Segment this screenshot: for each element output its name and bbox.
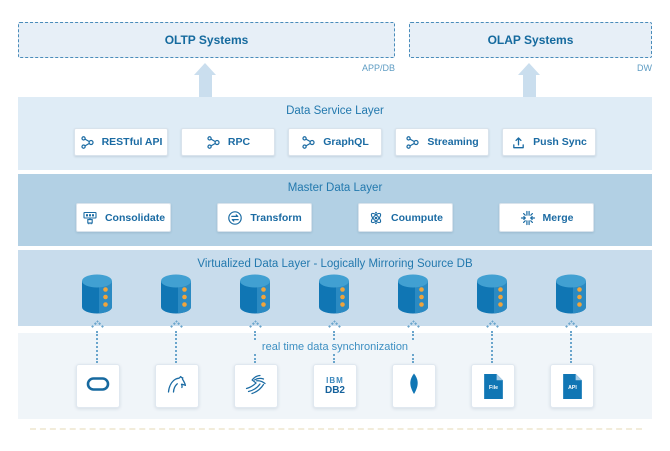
data-service-layer-title: Data Service Layer xyxy=(286,105,384,117)
arrow-shaft xyxy=(523,75,536,97)
dotted-sync-arrow xyxy=(570,331,572,363)
master-button-row: Consolidate Transform Coumpute Merge xyxy=(18,203,652,232)
oltp-systems-box: OLTP Systems xyxy=(18,22,395,58)
api-share-icon xyxy=(206,135,221,150)
upload-icon xyxy=(511,135,526,150)
database-cylinder-icon xyxy=(553,272,589,316)
database-cylinder-icon xyxy=(316,272,352,316)
transform-icon xyxy=(227,210,243,226)
mongodb-leaf-source-card xyxy=(392,364,436,408)
olap-systems-box: OLAP Systems xyxy=(409,22,652,58)
arrow-shaft xyxy=(199,75,212,97)
olap-systems-label: OLAP Systems xyxy=(487,33,574,47)
file-document-icon: File xyxy=(483,373,503,399)
consolidate-chip: Consolidate xyxy=(76,203,171,232)
oracle-ring-source-card xyxy=(76,364,120,408)
dw-tag: DW xyxy=(637,63,652,73)
api-document-source-card: API xyxy=(550,364,594,408)
chip-label: GraphQL xyxy=(323,136,369,148)
dotted-sync-arrow xyxy=(491,331,493,363)
database-cylinder-icon xyxy=(79,272,115,316)
merge-icon xyxy=(520,210,536,226)
up-arrow-icon xyxy=(194,63,217,97)
sync-label: real time data synchronization xyxy=(0,341,670,353)
database-cylinder-icon xyxy=(237,272,273,316)
chip-label: Transform xyxy=(250,211,302,224)
db2-text: DB2 xyxy=(324,384,345,396)
dotted-sync-arrow xyxy=(175,331,177,363)
push-sync-chip: Push Sync xyxy=(502,128,596,156)
database-cylinder-icon xyxy=(474,272,510,316)
sqlserver-icon xyxy=(243,371,269,402)
chip-label: Streaming xyxy=(427,136,479,148)
ibm-text: IBM xyxy=(326,375,344,385)
file-document-source-card: File xyxy=(471,364,515,408)
mysql-dolphin-icon xyxy=(164,371,190,402)
app-db-tag: APP/DB xyxy=(361,63,395,73)
arrow-head xyxy=(194,63,216,75)
merge-chip: Merge xyxy=(499,203,594,232)
master-data-layer-title: Master Data Layer xyxy=(287,182,383,194)
sync-label-text: real time data synchronization xyxy=(253,341,417,353)
database-cylinder-icon xyxy=(158,272,194,316)
service-button-row: RESTful API RPC GraphQL Streaming Push Sync xyxy=(18,128,652,156)
api-share-icon xyxy=(80,135,95,150)
oracle-ring-icon xyxy=(85,371,111,402)
dotted-sync-arrow xyxy=(96,331,98,363)
streaming-chip: Streaming xyxy=(395,128,489,156)
document-label: File xyxy=(489,385,498,391)
arrow-head xyxy=(518,63,540,75)
mongodb-leaf-icon xyxy=(401,371,427,402)
transform-chip: Transform xyxy=(217,203,312,232)
compute-icon xyxy=(368,210,384,226)
restful-api-chip: RESTful API xyxy=(74,128,168,156)
database-cylinder-icon xyxy=(395,272,431,316)
chip-label: Merge xyxy=(542,211,574,224)
api-document-icon: API xyxy=(562,373,582,399)
chip-label: Coumpute xyxy=(391,211,443,224)
chip-label: Push Sync xyxy=(533,136,587,148)
virtualized-data-layer-title: Virtualized Data Layer - Logically Mirro… xyxy=(197,258,473,270)
rpc-chip: RPC xyxy=(181,128,275,156)
document-label: API xyxy=(568,385,577,391)
api-share-icon xyxy=(301,135,316,150)
consolidate-icon xyxy=(82,210,98,226)
bottom-separator xyxy=(30,428,642,430)
graphql-chip: GraphQL xyxy=(288,128,382,156)
up-arrow-icon xyxy=(518,63,541,97)
sqlserver-source-card xyxy=(234,364,278,408)
chip-label: Consolidate xyxy=(104,211,166,224)
mysql-dolphin-source-card xyxy=(155,364,199,408)
coumpute-chip: Coumpute xyxy=(358,203,453,232)
chip-label: RESTful API xyxy=(101,136,163,148)
api-share-icon xyxy=(405,135,420,150)
data-service-layer: Data Service Layer RESTful API RPC GraphQL… xyxy=(18,97,652,170)
chip-label: RPC xyxy=(227,136,251,148)
oltp-systems-label: OLTP Systems xyxy=(164,33,249,47)
